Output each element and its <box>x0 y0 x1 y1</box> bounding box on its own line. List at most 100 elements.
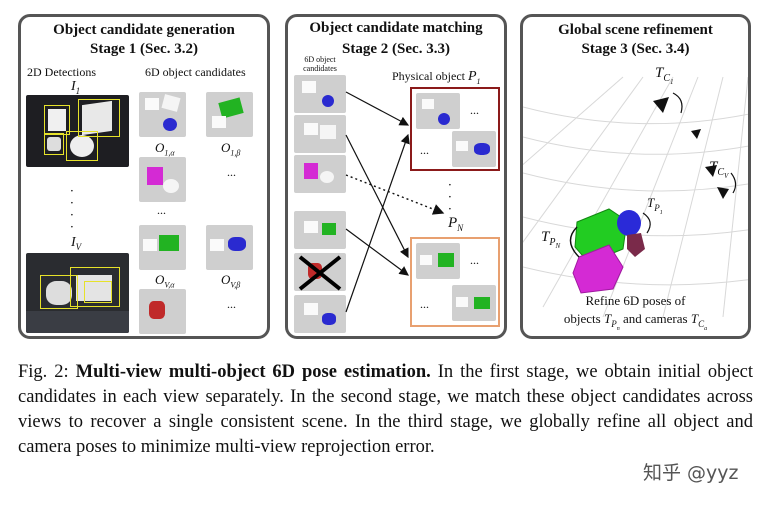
match-candidate-6 <box>294 295 346 333</box>
vertical-dots-1: ···· <box>70 184 74 234</box>
image-v-label: IV <box>71 235 81 252</box>
caption-body: In the first stage, we obtain initial ob… <box>18 362 754 457</box>
ov-alpha-sub: V,α <box>164 280 175 290</box>
white-block <box>420 255 432 265</box>
white-cylinder <box>320 171 334 183</box>
ellipsis: ... <box>470 103 479 117</box>
white-block <box>422 99 434 109</box>
maroon-object-pose <box>627 233 645 257</box>
arrow <box>345 228 409 276</box>
physical-object-label: Physical object P1 <box>392 69 481 86</box>
match-candidate-4 <box>294 211 346 249</box>
p1-sub: 1 <box>476 76 481 86</box>
tc1-sub: C <box>663 73 671 84</box>
green-object <box>438 253 454 267</box>
o1-alpha-sub: 1,α <box>164 148 175 158</box>
tpn2-symbol: T <box>603 311 612 326</box>
rotation-arrow <box>642 212 651 234</box>
refine-line1: Refine 6D poses of <box>585 293 686 308</box>
ov-beta-sub: V,β <box>230 280 241 290</box>
camera-icon <box>717 187 729 199</box>
o1-alpha-symbol: O <box>155 140 165 155</box>
tp1-label: TP1 <box>647 195 663 215</box>
caption-title: Multi-view multi-object 6D pose estimati… <box>75 362 431 382</box>
candidate-ov-alpha <box>139 225 186 270</box>
ellipsis: ... <box>227 165 236 179</box>
refine-line2: objects TPn and cameras TCa <box>523 311 748 331</box>
ov-alpha-label: OV,α <box>155 272 174 290</box>
blue-object <box>322 95 334 107</box>
tca-subsub: a <box>704 325 708 332</box>
green-object-pose <box>574 208 628 264</box>
tpn-label: TPN <box>541 229 560 250</box>
rotation-arrow <box>730 172 737 194</box>
p1-view-1 <box>416 93 460 129</box>
image-1-sub: 1 <box>75 85 81 96</box>
white-block <box>456 141 468 151</box>
vertical-dots-2: ··· <box>448 178 452 216</box>
watermark: 知乎 @yyz <box>643 462 739 484</box>
ellipsis: ... <box>420 297 429 311</box>
stage3-title-line1: Global scene refinement <box>558 22 713 38</box>
magenta-object <box>147 167 163 185</box>
white-cylinder-object <box>70 135 94 157</box>
blue-object <box>322 313 336 325</box>
tp1-symbol: T <box>647 195 655 210</box>
physical-object-pn-box: ... ... <box>410 237 500 327</box>
bbox <box>66 131 98 161</box>
arrow-dotted <box>345 174 445 215</box>
tpn-symbol: T <box>541 229 550 245</box>
image-v-sub: V <box>75 241 82 252</box>
tcv-symbol: T <box>709 159 718 175</box>
bbox <box>84 281 112 303</box>
red-object <box>149 301 165 319</box>
bbox <box>44 105 70 135</box>
tp1-subsub: 1 <box>659 209 663 216</box>
candidate-magenta <box>139 157 186 202</box>
candidate-o1-alpha <box>139 92 186 137</box>
camera-cv-icon <box>705 165 717 177</box>
image-v-symbol: I <box>71 235 76 250</box>
pn-label: PN <box>448 215 463 233</box>
white-block <box>304 221 318 233</box>
stage1-panel: Object candidate generation Stage 1 (Sec… <box>18 14 270 339</box>
figure-caption: Fig. 2: Multi-view multi-object 6D pose … <box>18 360 753 460</box>
refine-objects-text: objects <box>563 311 601 326</box>
o1-beta-sub: 1,β <box>230 148 241 158</box>
candidate-o1-beta <box>206 92 253 137</box>
white-block <box>161 94 181 112</box>
white-block-object <box>48 109 66 131</box>
white-box-object <box>76 275 112 301</box>
camera-c1-icon <box>653 97 669 113</box>
white-block <box>212 116 226 128</box>
ov-beta-symbol: O <box>221 272 231 287</box>
white-block <box>304 303 318 315</box>
o1-alpha-label: O1,α <box>155 140 175 158</box>
ellipsis: ... <box>157 203 166 217</box>
caption-fig-number: Fig. 2: <box>18 362 69 382</box>
stage3-panel: Global scene refinement Stage 3 (Sec. 3.… <box>520 14 751 339</box>
white-cylinder-object <box>46 281 72 305</box>
match-candidate-2 <box>294 115 346 153</box>
pn-view-2 <box>452 285 496 321</box>
detection-image-v <box>26 253 129 333</box>
physical-object-text: Physical object <box>392 69 465 83</box>
rotation-arrow <box>569 226 580 258</box>
blue-object-pose <box>617 210 641 236</box>
white-block <box>302 81 316 93</box>
white-block <box>145 98 159 110</box>
o1-beta-label: O1,β <box>221 140 240 158</box>
tpn2-subsub: n <box>616 325 620 332</box>
small-object <box>47 137 61 151</box>
ellipsis: ... <box>470 253 479 267</box>
green-object <box>474 297 490 309</box>
candidates-label: 6D object candidates <box>145 65 246 79</box>
matching-arrows <box>298 91 445 313</box>
tcv-sub: C <box>717 167 725 178</box>
tp1-sub: P <box>654 202 660 213</box>
match-candidate-1 <box>294 75 346 113</box>
blue-object <box>474 143 490 155</box>
stage2-title-line2: Stage 2 (Sec. 3.3) <box>342 41 450 57</box>
green-object <box>159 235 179 251</box>
bbox <box>70 267 120 307</box>
